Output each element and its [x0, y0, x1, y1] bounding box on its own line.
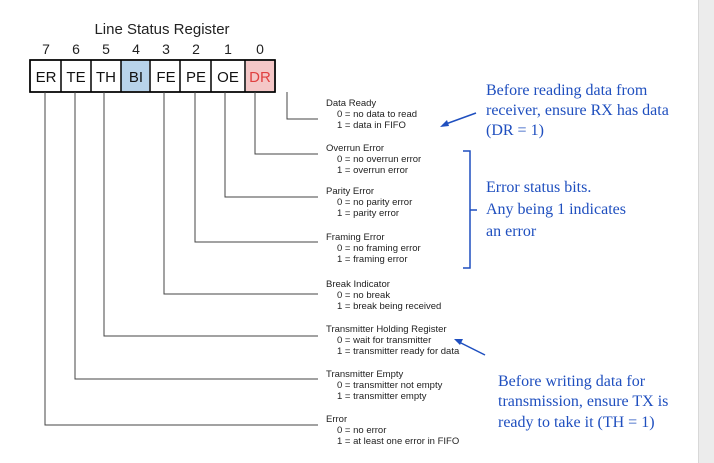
desc-overrun-error: Overrun Error 0 = no overrun error 1 = o…	[326, 143, 421, 176]
note-write-line1: Before writing data for	[498, 373, 646, 390]
bit-number-2: 2	[192, 41, 200, 57]
desc-line1: 1 = at least one error in FIFO	[337, 436, 459, 447]
desc-data-ready: Data Ready 0 = no data to read 1 = data …	[326, 98, 417, 131]
bit-label-te: TE	[66, 69, 85, 86]
bit-number-4: 4	[132, 41, 140, 57]
desc-line0: 0 = no error	[337, 425, 386, 436]
desc-parity-error: Parity Error 0 = no parity error 1 = par…	[326, 186, 412, 219]
dr-cell-highlight	[246, 61, 274, 91]
bit-descriptions: Data Ready 0 = no data to read 1 = data …	[326, 98, 460, 447]
desc-name: Overrun Error	[326, 143, 384, 154]
desc-line1: 1 = break being received	[337, 301, 441, 312]
arrow-write	[454, 339, 486, 356]
bit-number-7: 7	[42, 41, 50, 57]
bit-number-5: 5	[102, 41, 110, 57]
desc-name: Parity Error	[326, 186, 374, 197]
bit-number-1: 1	[224, 41, 232, 57]
desc-break-indicator: Break Indicator 0 = no break 1 = break b…	[326, 279, 441, 312]
desc-line1: 1 = framing error	[337, 254, 408, 265]
bit-number-0: 0	[256, 41, 264, 57]
desc-line0: 0 = no overrun error	[337, 154, 421, 165]
desc-line1: 1 = transmitter ready for data	[337, 346, 460, 357]
connector-fe	[194, 92, 318, 243]
bit-label-pe: PE	[186, 69, 206, 86]
bit-label-fe: FE	[156, 69, 175, 86]
note-errors-line2: Any being 1 indicates	[486, 201, 626, 218]
desc-line0: 0 = no data to read	[337, 109, 417, 120]
bit-label-oe: OE	[217, 69, 239, 86]
note-write: Before writing data for transmission, en…	[498, 373, 668, 431]
note-errors-line1: Error status bits.	[486, 179, 591, 196]
desc-line0: 0 = transmitter not empty	[337, 380, 443, 391]
desc-line1: 1 = data in FIFO	[337, 120, 406, 131]
note-write-line2: transmission, ensure TX is	[498, 393, 668, 410]
arrow-read	[440, 112, 477, 127]
desc-transmitter-empty: Transmitter Empty 0 = transmitter not em…	[326, 369, 443, 402]
desc-line1: 1 = overrun error	[337, 165, 408, 176]
bit-number-3: 3	[162, 41, 170, 57]
bit-numbers: 7 6 5 4 3 2 1 0	[42, 41, 264, 57]
connector-lines	[44, 92, 318, 426]
connector-te	[74, 92, 318, 380]
desc-name: Transmitter Holding Register	[326, 324, 447, 335]
error-bits-bracket	[463, 150, 477, 269]
desc-line1: 1 = parity error	[337, 208, 399, 219]
register-title: Line Status Register	[94, 21, 229, 38]
arrow-head-icon	[454, 339, 463, 345]
bit-label-er: ER	[36, 69, 57, 86]
desc-name: Framing Error	[326, 232, 385, 243]
note-read-line3: (DR = 1)	[486, 122, 544, 139]
note-read: Before reading data from receiver, ensur…	[486, 82, 669, 139]
note-errors: Error status bits. Any being 1 indicates…	[486, 179, 626, 240]
note-read-line2: receiver, ensure RX has data	[486, 102, 669, 119]
bit-label-th: TH	[96, 69, 116, 86]
connector-dr	[286, 92, 318, 120]
desc-line1: 1 = transmitter empty	[337, 391, 427, 402]
note-errors-line3: an error	[486, 223, 537, 240]
th-cell-highlight	[121, 61, 149, 91]
window-edge-strip	[698, 0, 714, 463]
desc-line0: 0 = no break	[337, 290, 390, 301]
desc-name: Break Indicator	[326, 279, 390, 290]
desc-transmitter-holding-register: Transmitter Holding Register 0 = wait fo…	[326, 324, 460, 357]
connector-th	[103, 92, 318, 337]
desc-name: Error	[326, 414, 347, 425]
desc-error: Error 0 = no error 1 = at least one erro…	[326, 414, 459, 447]
desc-line0: 0 = no parity error	[337, 197, 412, 208]
desc-line0: 0 = wait for transmitter	[337, 335, 431, 346]
desc-framing-error: Framing Error 0 = no framing error 1 = f…	[326, 232, 421, 265]
register-cells: ER TE TH BI FE PE OE DR	[29, 59, 276, 93]
arrow-head-icon	[440, 120, 449, 127]
desc-line0: 0 = no framing error	[337, 243, 421, 254]
bit-number-6: 6	[72, 41, 80, 57]
note-write-line3: ready to take it (TH = 1)	[498, 414, 655, 431]
bit-label-bi: BI	[129, 69, 143, 86]
connector-oe	[254, 92, 318, 155]
note-read-line1: Before reading data from	[486, 82, 648, 99]
bit-label-dr: DR	[249, 69, 271, 86]
desc-name: Transmitter Empty	[326, 369, 403, 380]
desc-name: Data Ready	[326, 98, 376, 109]
connector-pe	[224, 92, 318, 198]
connector-er	[44, 92, 318, 426]
connector-bi	[163, 92, 318, 295]
